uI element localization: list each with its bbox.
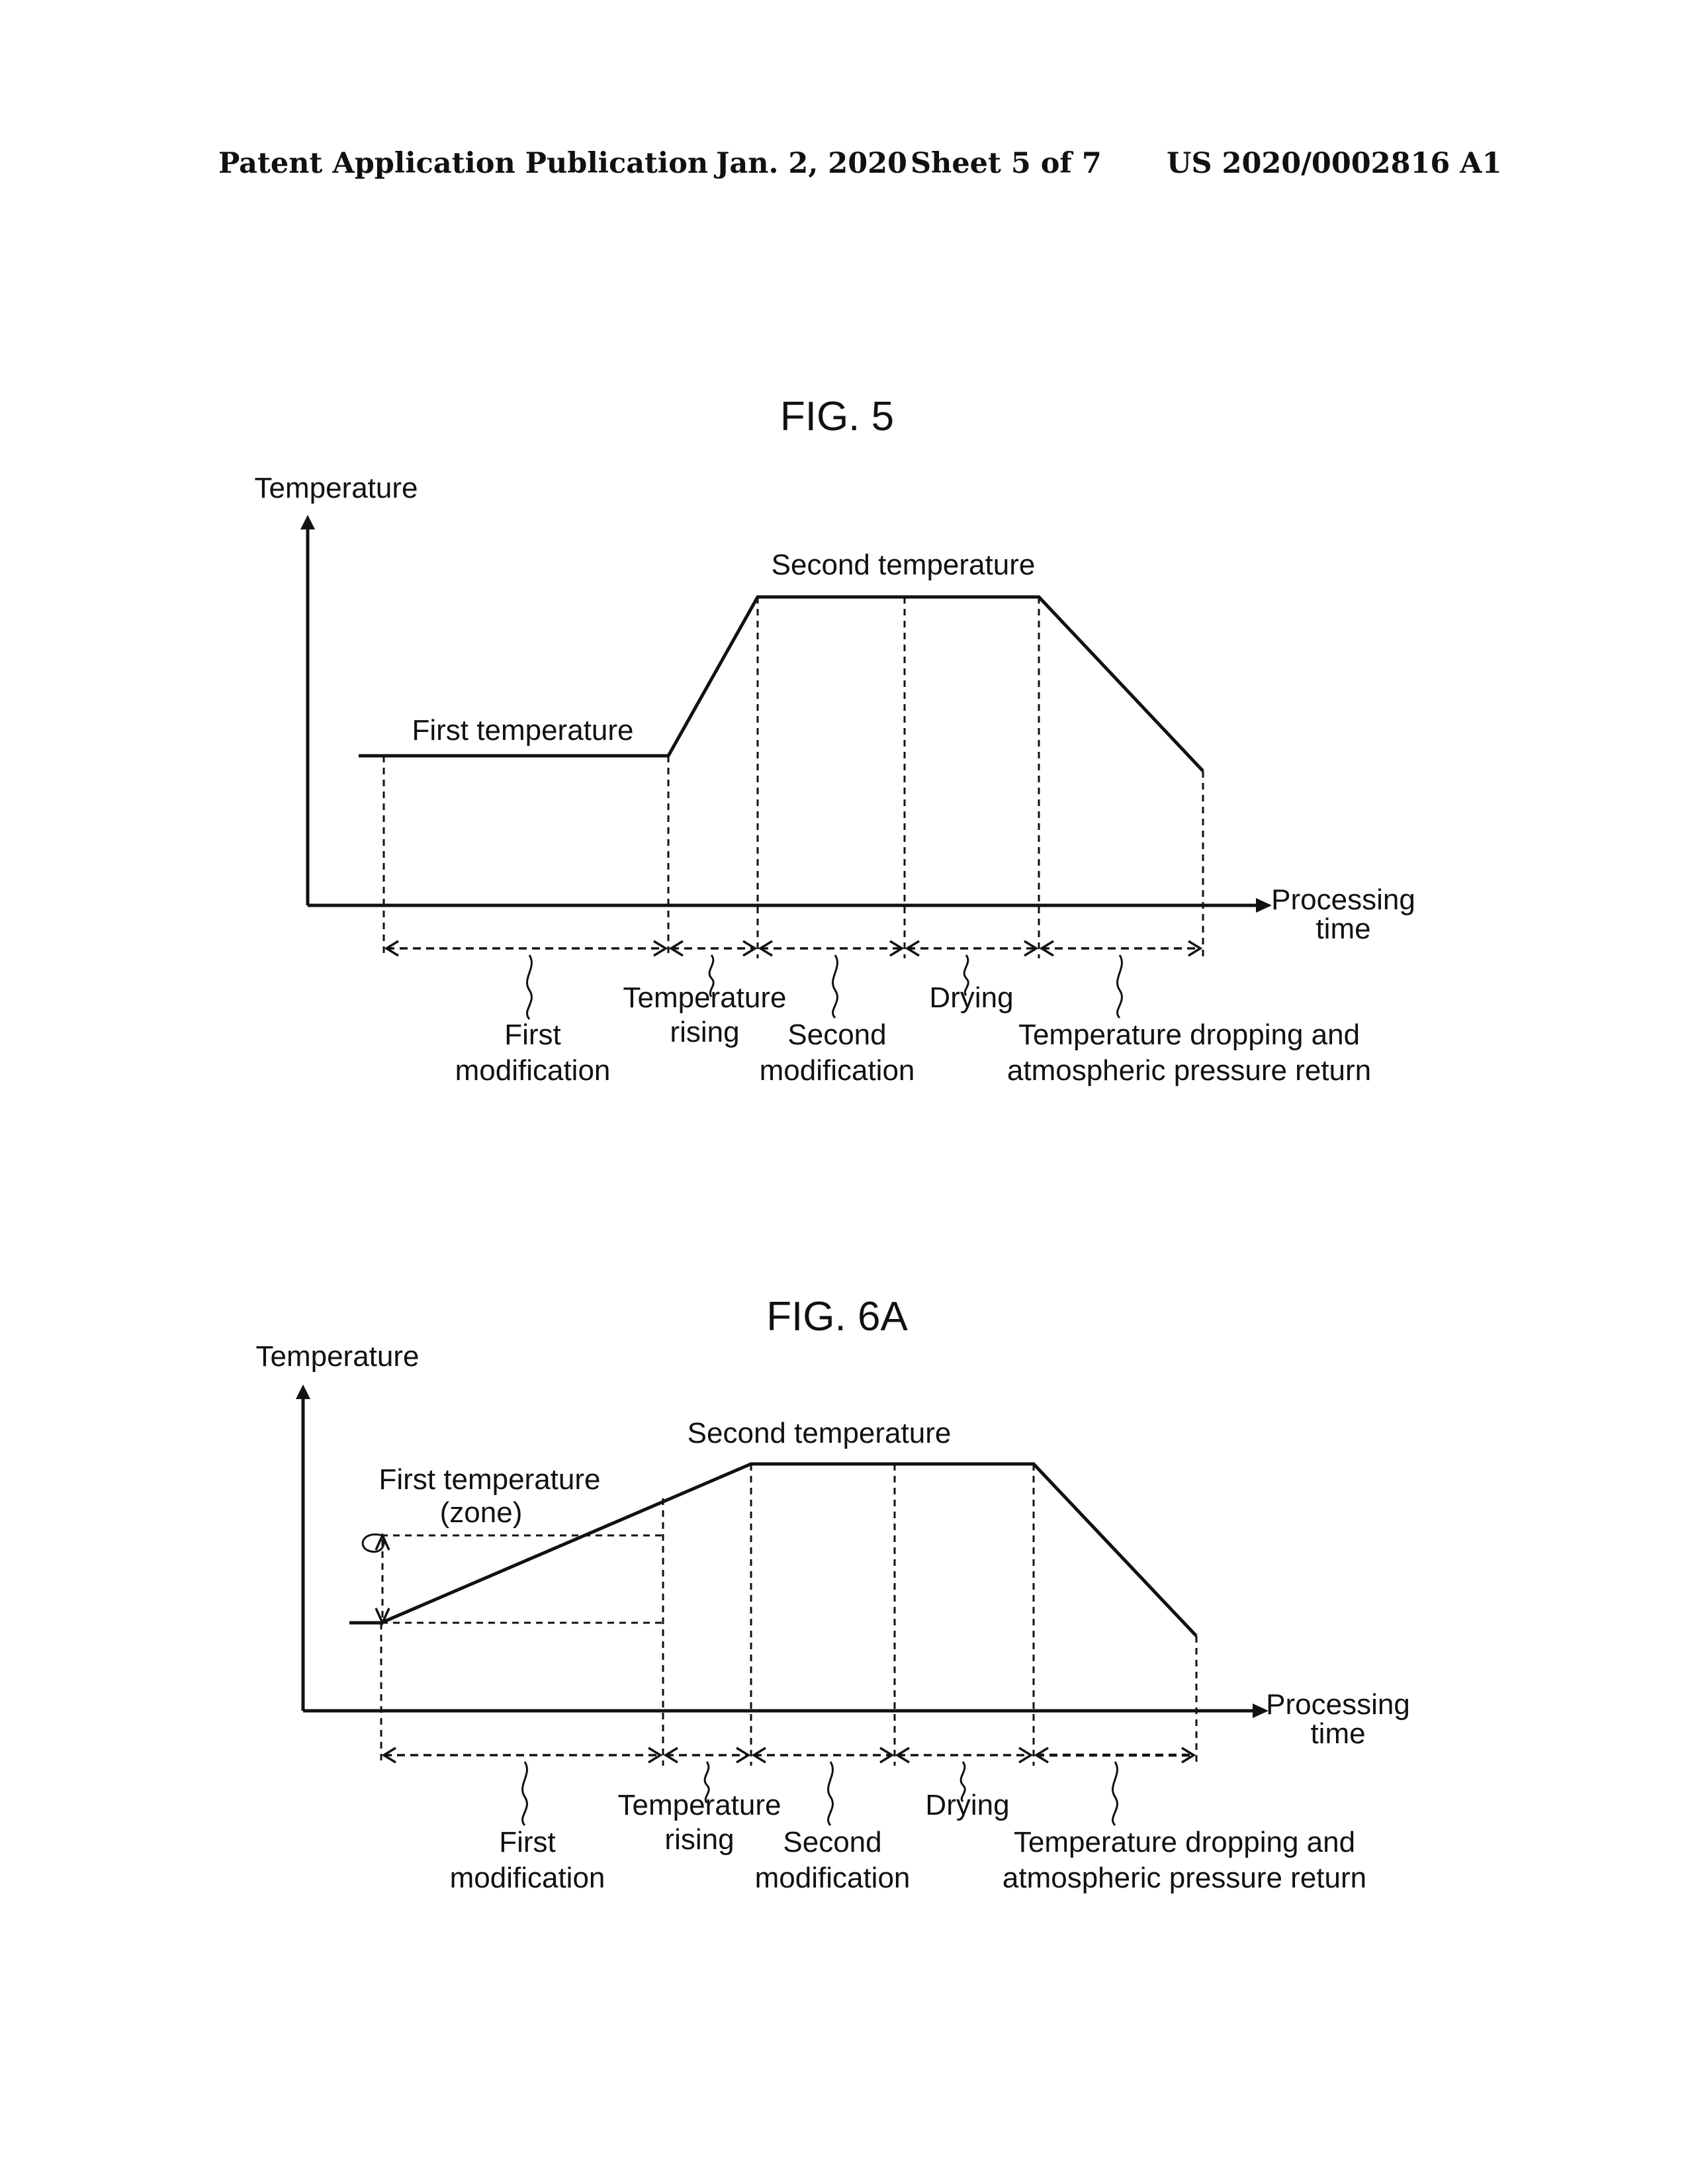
fig6a-phase-second-1: Second — [783, 1826, 881, 1858]
fig6a-x-axis-label-2: time — [1310, 1717, 1365, 1750]
fig5-phase-first-2: modification — [455, 1054, 611, 1087]
fig6a-phase-drying: Drying — [925, 1789, 1009, 1821]
fig5-phase-second-1: Second — [787, 1019, 886, 1051]
fig6a-first-temperature-label-2: (zone) — [440, 1496, 523, 1529]
fig5-first-temperature-label: First temperature — [412, 714, 634, 747]
patent-number: US 2020/0002816 A1 — [1167, 147, 1502, 180]
figure-6a: FIG. 6A Temperature Processing time Firs… — [255, 1294, 1409, 1894]
fig6a-phase-first-1: First — [499, 1826, 556, 1858]
fig5-phase-arrows — [384, 940, 1203, 957]
fig6a-phase-drop-2: atmospheric pressure return — [1003, 1862, 1366, 1894]
fig6a-leader-braces — [521, 1761, 1118, 1827]
sheet-number: Sheet 5 of 7 — [911, 147, 1102, 180]
fig5-x-axis-label-1: Processing — [1271, 884, 1415, 916]
fig5-phase-second-2: modification — [760, 1054, 915, 1087]
fig5-leader-braces — [526, 954, 1123, 1020]
fig6a-x-axis-label-1: Processing — [1266, 1688, 1410, 1721]
fig5-phase-first-1: First — [504, 1019, 561, 1051]
fig6a-title: FIG. 6A — [766, 1294, 908, 1340]
fig5-phase-drying: Drying — [929, 981, 1013, 1014]
fig5-phase-drop-2: atmospheric pressure return — [1007, 1054, 1371, 1087]
fig6a-zone-callout — [361, 1533, 385, 1553]
fig6a-second-temperature-label: Second temperature — [688, 1417, 952, 1449]
fig6a-phase-rising-2: rising — [664, 1823, 734, 1856]
fig5-x-axis-arrow-icon — [1256, 898, 1272, 913]
fig6a-phase-second-2: modification — [755, 1862, 911, 1894]
fig5-y-axis-arrow-icon — [300, 515, 315, 529]
publication-date: Jan. 2, 2020 — [716, 147, 907, 180]
page-header: Patent Application Publication Jan. 2, 2… — [0, 147, 1694, 187]
fig5-phase-rising-2: rising — [670, 1016, 739, 1048]
fig6a-phase-arrows — [381, 1747, 1196, 1764]
fig5-phase-drop-1: Temperature dropping and — [1018, 1019, 1360, 1051]
fig6a-x-axis-arrow-icon — [1253, 1704, 1269, 1718]
fig6a-phase-drop-1: Temperature dropping and — [1014, 1826, 1355, 1858]
fig6a-phase-rising-1: Temperature — [617, 1789, 781, 1821]
fig5-phase-rising-1: Temperature — [623, 981, 786, 1014]
publication-label: Patent Application Publication — [218, 147, 709, 180]
fig6a-phase-first-2: modification — [450, 1862, 605, 1894]
fig5-y-axis-label: Temperature — [254, 472, 418, 504]
fig5-title: FIG. 5 — [780, 394, 894, 439]
figure-5: FIG. 5 Temperature Processing time First… — [254, 394, 1415, 1087]
fig6a-y-axis-label: Temperature — [255, 1340, 419, 1373]
fig6a-first-temperature-label-1: First temperature — [379, 1463, 601, 1496]
fig5-x-axis-label-2: time — [1315, 913, 1370, 945]
fig5-second-temperature-label: Second temperature — [772, 549, 1036, 581]
fig6a-y-axis-arrow-icon — [296, 1385, 310, 1399]
